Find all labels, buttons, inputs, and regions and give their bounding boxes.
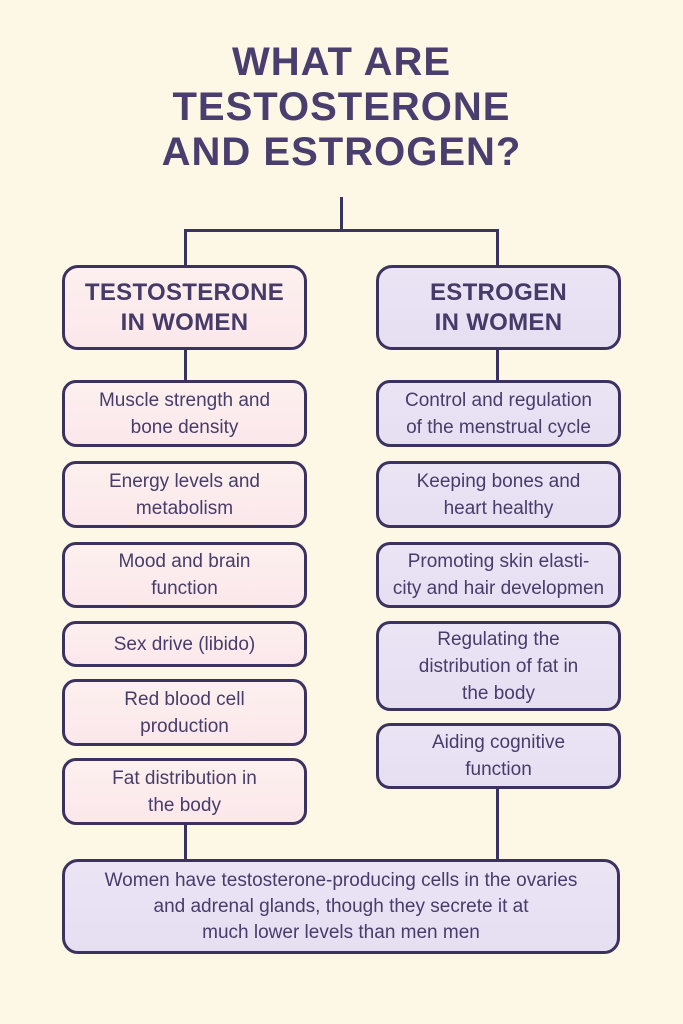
testosterone-item-box: Sex drive (libido) [62, 621, 307, 667]
testosterone-item-box: Mood and brain function [62, 542, 307, 608]
summary-text: Women have testosterone-producing cells … [104, 869, 578, 943]
testosterone-item-box: Fat distribution in the body [62, 758, 307, 825]
testosterone-item-label: Energy levels and metabolism [108, 470, 261, 519]
connector-right-branch-drop [496, 229, 499, 269]
testosterone-item-label: Red blood cell production [124, 688, 245, 737]
estrogen-item-label: Regulating the distribution of fat in th… [418, 628, 579, 704]
summary-box: Women have testosterone-producing cells … [62, 859, 620, 954]
estrogen-item-box: Control and regulation of the menstrual … [376, 380, 621, 447]
testosterone-item-label: Sex drive (libido) [113, 633, 256, 655]
connector-left-branch-drop [184, 229, 187, 269]
connector-left-header-link [184, 348, 187, 384]
estrogen-item-box: Keeping bones and heart healthy [376, 461, 621, 528]
testosterone-item-label: Mood and brain function [118, 551, 251, 599]
testosterone-header-label: TESTOSTERONE IN WOMEN [84, 278, 285, 336]
connector-right-header-link [496, 348, 499, 384]
connector-left-footer-link [184, 822, 187, 862]
connector-branch-horizontal [184, 229, 499, 232]
estrogen-item-box: Promoting skin elasti- city and hair dev… [376, 542, 621, 608]
page-title: WHAT ARE TESTOSTERONE AND ESTROGEN? [161, 40, 522, 174]
connector-title-stem [340, 197, 343, 231]
estrogen-item-label: Keeping bones and heart healthy [416, 470, 581, 519]
testosterone-item-box: Energy levels and metabolism [62, 461, 307, 528]
testosterone-item-box: Muscle strength and bone density [62, 380, 307, 447]
estrogen-item-label: Promoting skin elasti- city and hair dev… [392, 551, 605, 599]
testosterone-header-box: TESTOSTERONE IN WOMEN [62, 265, 307, 350]
connector-right-footer-link [496, 786, 499, 862]
estrogen-item-box: Aiding cognitive function [376, 723, 621, 789]
testosterone-item-label: Fat distribution in the body [112, 767, 257, 816]
estrogen-item-box: Regulating the distribution of fat in th… [376, 621, 621, 711]
testosterone-item-box: Red blood cell production [62, 679, 307, 746]
estrogen-header-box: ESTROGEN IN WOMEN [376, 265, 621, 350]
testosterone-item-label: Muscle strength and bone density [98, 389, 271, 438]
estrogen-item-label: Control and regulation of the menstrual … [405, 389, 592, 438]
estrogen-header-label: ESTROGEN IN WOMEN [429, 278, 568, 336]
estrogen-item-label: Aiding cognitive function [431, 732, 566, 780]
